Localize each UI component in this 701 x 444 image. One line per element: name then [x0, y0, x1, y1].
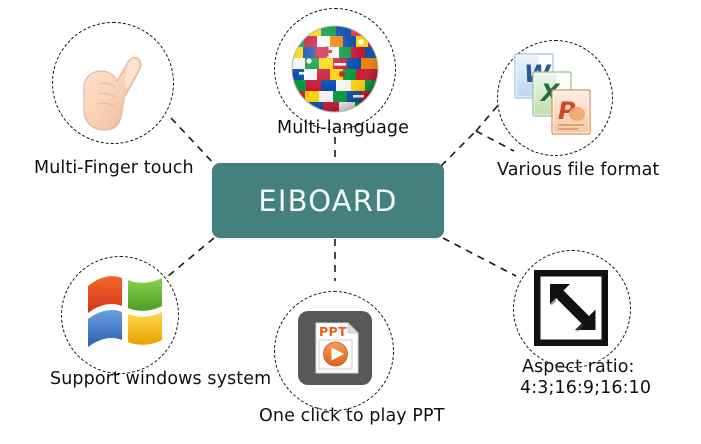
node-label-various-file-format: Various file format — [497, 160, 660, 180]
office-file-formats-icon: W X P — [512, 52, 598, 138]
powerpoint-file-icon: P — [551, 89, 591, 135]
node-label-one-click-to-play-ppt: One click to play PPT — [259, 406, 445, 426]
node-circle-multi-language — [274, 8, 396, 130]
node-label-support-windows-system: Support windows system — [50, 369, 272, 389]
node-label-multi-finger-touch: Multi-Finger touch — [34, 158, 194, 178]
world-flags-globe-icon — [291, 25, 379, 113]
center-node-eiboard[interactable]: EIBOARD — [212, 163, 444, 238]
connector-aspect-ratio — [442, 237, 517, 277]
node-circle-support-windows-system — [61, 256, 179, 374]
ppt-icon-text: PPT — [319, 324, 347, 339]
node-label-aspect-ratio-line2: 4:3;16:9;16:10 — [520, 378, 652, 398]
node-circle-various-file-format — [497, 40, 613, 156]
node-circle-aspect-ratio — [513, 250, 631, 368]
connector-converge-top-right — [440, 130, 477, 167]
pointing-hand-icon — [70, 40, 158, 132]
node-circle-multi-finger-touch — [52, 22, 174, 144]
center-node-label: EIBOARD — [258, 183, 398, 218]
connector-various-file-format — [475, 102, 501, 132]
windows-logo-icon — [82, 268, 174, 354]
node-circle-one-click-to-play-ppt — [274, 291, 394, 411]
connector-various-file-format-branch — [475, 130, 515, 152]
node-label-multi-language: Multi-language — [277, 118, 409, 138]
node-label-aspect-ratio-line1: Aspect ratio: — [522, 357, 635, 377]
ppt-play-icon: PPT — [296, 309, 374, 387]
connector-support-windows-system — [166, 237, 215, 278]
resize-diagonal-arrow-icon — [534, 270, 608, 346]
